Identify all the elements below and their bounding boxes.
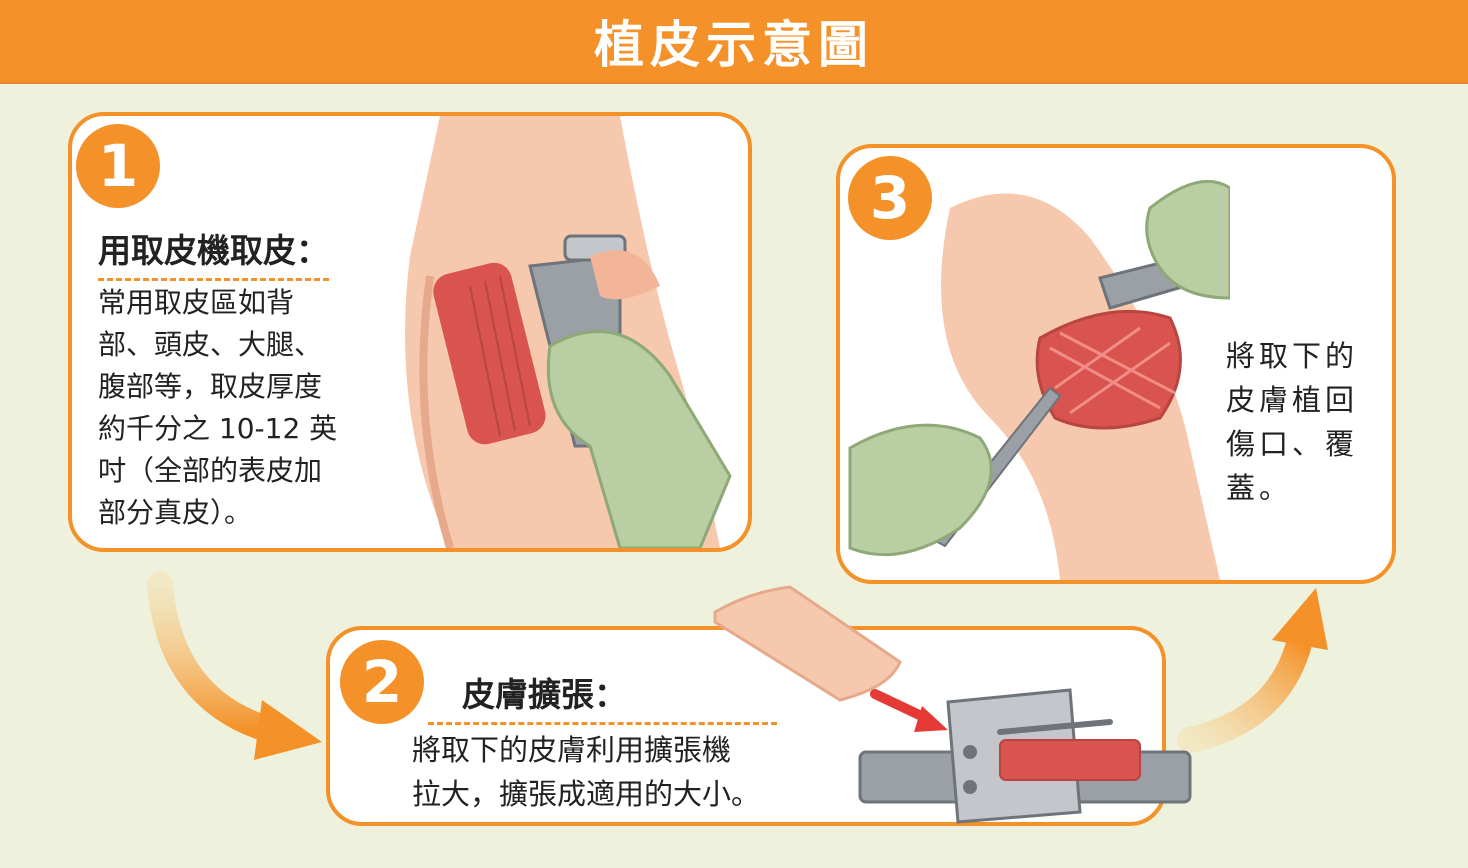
- step2-description: 將取下的皮膚利用擴張機 拉大，擴張成適用的大小。: [412, 728, 760, 816]
- skin-sheet: [713, 585, 902, 702]
- glove-hand: [546, 330, 732, 548]
- page-title: 植皮示意圖: [594, 16, 874, 74]
- step3-description: 將取下的 皮膚植回 傷口、覆 蓋。: [1226, 334, 1358, 510]
- step1-heading: 用取皮機取皮：: [98, 224, 329, 281]
- step1-line: 吋（全部的表皮加: [98, 454, 323, 487]
- step2-line: 將取下的皮膚利用擴張機: [412, 733, 732, 767]
- step1-number-badge: 1: [76, 124, 160, 208]
- arrow-1-to-2: [147, 572, 283, 743]
- arrow-2-to-3: [1177, 627, 1313, 753]
- graft-mesh-lines: [1049, 326, 1176, 415]
- step3-line: 傷口、覆: [1226, 427, 1359, 461]
- step1-illustration: [405, 116, 732, 548]
- step3-line: 將取下的: [1226, 339, 1359, 373]
- step2-line: 拉大，擴張成適用的大小。: [412, 777, 761, 811]
- expanded-mesh-graft: [999, 739, 1141, 781]
- step2-heading: 皮膚擴張：: [428, 668, 777, 725]
- step3-number-badge: 3: [848, 156, 932, 240]
- expander-bolt: [963, 780, 977, 794]
- arrow-2-to-3-head: [1272, 588, 1328, 650]
- skin-graft-mesh: [1035, 309, 1182, 430]
- step1-line: 常用取皮區如背: [98, 286, 295, 319]
- step3-illustration: [848, 179, 1230, 580]
- expander-roller: [997, 719, 1113, 735]
- step1-line: 部分真皮）。: [98, 496, 253, 529]
- step3-line: 皮膚植回: [1226, 383, 1359, 417]
- expander-bolt: [963, 745, 977, 759]
- step1-line: 部、頭皮、大腿、: [98, 328, 323, 361]
- step1-line: 約千分之 10-12 英: [98, 412, 338, 445]
- step3-line: 蓋。: [1226, 471, 1293, 505]
- step2-number-badge: 2: [340, 640, 424, 724]
- step1-description: 常用取皮區如背 部、頭皮、大腿、 腹部等，取皮厚度 約千分之 10-12 英 吋…: [98, 282, 337, 534]
- strip-texture: [469, 275, 531, 437]
- lower-glove-hand: [848, 423, 993, 557]
- feed-arrow-head: [914, 706, 948, 732]
- step2-illustration: [713, 585, 1192, 824]
- leg-shadow: [419, 275, 454, 548]
- upper-glove-hand: [1145, 179, 1230, 300]
- skin-flap: [590, 250, 660, 300]
- step1-line: 腹部等，取皮厚度: [98, 370, 323, 403]
- title-bar: 植皮示意圖: [0, 0, 1468, 84]
- harvested-skin-strip: [433, 262, 546, 445]
- arrow-1-to-2-head: [254, 700, 322, 760]
